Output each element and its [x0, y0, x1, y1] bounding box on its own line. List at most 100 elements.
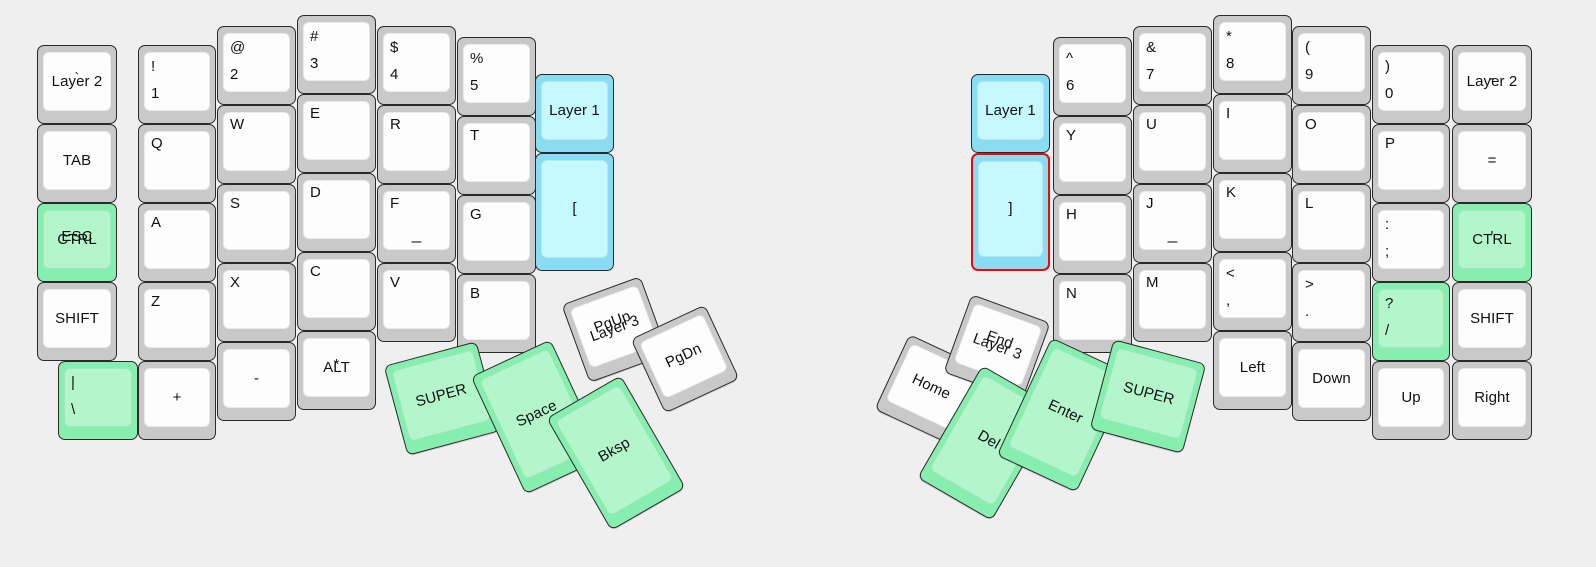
key-l-c4-r3[interactable]: D: [297, 173, 376, 252]
keycap-r-c5-r1: (9: [1298, 33, 1365, 92]
key-r-c6-r2[interactable]: P: [1372, 124, 1450, 203]
key-l-c6-r2[interactable]: T: [457, 116, 536, 195]
key-r-c5-r1[interactable]: (9: [1292, 26, 1371, 105]
key-legend-main: R: [390, 116, 401, 133]
keycap-r-c7-r1: -Layer 2: [1458, 52, 1526, 111]
key-l-c4-r1[interactable]: #3: [297, 15, 376, 94]
key-legend-main: Left: [1239, 358, 1266, 376]
key-l-c1-r1[interactable]: `Layer 2: [37, 45, 117, 124]
key-legend-main: [: [572, 199, 577, 217]
key-l-c2-r4[interactable]: Z: [138, 282, 216, 361]
key-r-c6-r4[interactable]: ?/: [1372, 282, 1450, 361]
key-r-c5-r4[interactable]: >.: [1292, 263, 1371, 342]
key-legend-main: V: [390, 274, 401, 291]
key-l-c7-r1[interactable]: Layer 1: [535, 74, 614, 153]
key-legend-main: T: [470, 127, 480, 144]
key-l-c5-r4[interactable]: V: [377, 263, 456, 342]
key-r-c3-r2[interactable]: U: [1133, 105, 1212, 184]
key-l-c2-r5[interactable]: +: [138, 361, 216, 440]
key-l-c4-r2[interactable]: E: [297, 94, 376, 173]
key-r-c4-r5[interactable]: Left: [1213, 331, 1292, 410]
key-r-c2-r3[interactable]: H: [1053, 195, 1132, 274]
keycap-r-c7-r5: Right: [1458, 368, 1526, 427]
keycap-l-c5-r4: V: [383, 270, 450, 329]
key-r-c5-r5[interactable]: Down: [1292, 342, 1371, 421]
key-l-c4-r5[interactable]: *ALT: [297, 331, 376, 410]
key-legend-main: SHIFT: [55, 309, 99, 327]
keycap-l-t5: Bksp: [554, 384, 675, 517]
key-r-t5[interactable]: SUPER: [1089, 339, 1207, 454]
key-l-c3-r1[interactable]: @2: [217, 26, 296, 105]
key-r-c6-r1[interactable]: )0: [1372, 45, 1450, 124]
keycap-r-c4-r5: Left: [1219, 338, 1286, 397]
key-l-c3-r4[interactable]: X: [217, 263, 296, 342]
keycap-r-c7-r2: =: [1458, 131, 1526, 190]
key-r-c3-r1[interactable]: &7: [1133, 26, 1212, 105]
key-legend-main: E: [310, 105, 321, 122]
key-legend-top: ': [1490, 228, 1494, 245]
key-r-c7-r4[interactable]: SHIFT: [1452, 282, 1532, 361]
key-l-c1-r2[interactable]: TAB: [37, 124, 117, 203]
key-l-c1-r5[interactable]: |\: [58, 361, 138, 440]
key-l-c3-r2[interactable]: W: [217, 105, 296, 184]
key-r-c1-r1[interactable]: Layer 1: [971, 74, 1050, 153]
key-l-c4-r4[interactable]: C: [297, 252, 376, 331]
key-legend-top: @: [230, 39, 246, 56]
key-r-c7-r3[interactable]: 'CTRL: [1452, 203, 1532, 282]
key-legend-top: (: [1305, 39, 1311, 56]
key-r-c5-r2[interactable]: O: [1292, 105, 1371, 184]
key-r-c2-r1[interactable]: ^6: [1053, 37, 1132, 116]
key-r-c4-r3[interactable]: K: [1213, 173, 1292, 252]
key-r-c7-r2[interactable]: =: [1452, 124, 1532, 203]
key-legend-top: ESC: [61, 228, 93, 245]
key-r-c6-r5[interactable]: Up: [1372, 361, 1450, 440]
key-l-c3-r3[interactable]: S: [217, 184, 296, 263]
keycap-l-c4-r1: #3: [303, 22, 370, 81]
key-r-c4-r4[interactable]: <,: [1213, 252, 1292, 331]
key-l-c2-r1[interactable]: !1: [138, 45, 216, 124]
key-legend-main: Down: [1312, 369, 1351, 387]
keycap-l-c7-r1: Layer 1: [541, 81, 608, 140]
key-l-c2-r3[interactable]: A: [138, 203, 216, 282]
key-r-c3-r3[interactable]: J_: [1133, 184, 1212, 263]
key-legend-main: 9: [1305, 65, 1314, 83]
key-l-c6-r1[interactable]: %5: [457, 37, 536, 116]
key-legend-top: -: [1489, 70, 1495, 87]
key-l-c6-r3[interactable]: G: [457, 195, 536, 274]
key-r-c7-r1[interactable]: -Layer 2: [1452, 45, 1532, 124]
homing-bump-icon: _: [1167, 223, 1178, 243]
key-legend-main: /: [1385, 321, 1390, 339]
key-legend-main: A: [151, 214, 162, 231]
key-r-c2-r2[interactable]: Y: [1053, 116, 1132, 195]
key-r-c4-r2[interactable]: I: [1213, 94, 1292, 173]
key-l-c1-r4[interactable]: SHIFT: [37, 282, 117, 361]
key-r-c6-r3[interactable]: :;: [1372, 203, 1450, 282]
key-l-c5-r1[interactable]: $4: [377, 26, 456, 105]
key-legend-main: -: [253, 369, 260, 387]
key-r-c4-r1[interactable]: *8: [1213, 15, 1292, 94]
key-l-c7-r2[interactable]: [: [535, 153, 614, 271]
key-legend-main: Layer 2: [1466, 72, 1518, 90]
key-l-c3-r5[interactable]: -: [217, 342, 296, 421]
keycap-r-c5-r3: L: [1298, 191, 1365, 250]
key-legend-top: !: [151, 58, 156, 75]
key-r-c3-r4[interactable]: M: [1133, 263, 1212, 342]
key-l-c6-r4[interactable]: B: [457, 274, 536, 353]
keycap-l-c7-r2: [: [541, 160, 608, 258]
keycap-r-c3-r2: U: [1139, 112, 1206, 171]
key-legend-main: L: [1305, 195, 1314, 212]
keycap-l-c3-r4: X: [223, 270, 290, 329]
key-r-c7-r5[interactable]: Right: [1452, 361, 1532, 440]
key-l-c2-r2[interactable]: Q: [138, 124, 216, 203]
key-r-c5-r3[interactable]: L: [1292, 184, 1371, 263]
key-legend-main: D: [310, 184, 321, 201]
key-r-c1-r2[interactable]: ]: [971, 153, 1050, 271]
keycap-l-c1-r4: SHIFT: [43, 289, 111, 348]
key-l-c5-r3[interactable]: F_: [377, 184, 456, 263]
keycap-l-c6-r1: %5: [463, 44, 530, 103]
key-l-c5-r2[interactable]: R: [377, 105, 456, 184]
key-legend-main: Right: [1474, 388, 1510, 406]
keycap-r-c4-r4: <,: [1219, 259, 1286, 318]
